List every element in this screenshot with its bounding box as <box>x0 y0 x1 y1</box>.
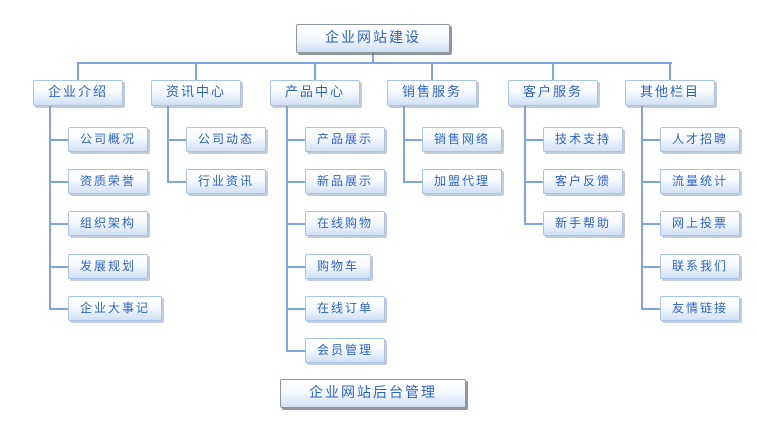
connector-stub <box>525 223 543 225</box>
leaf-node-online-orders[interactable]: 在线订单 <box>305 296 386 321</box>
category-node-news-center[interactable]: 资讯中心 <box>151 80 241 106</box>
connector-stub <box>287 139 305 141</box>
connector-stub <box>287 350 305 352</box>
leaf-node-sales-network[interactable]: 销售网络 <box>422 127 503 152</box>
connector-trunk <box>49 105 51 310</box>
leaf-node-new-products[interactable]: 新品展示 <box>305 169 386 194</box>
backend-management-node[interactable]: 企业网站后台管理 <box>280 379 466 408</box>
leaf-node-member-management[interactable]: 会员管理 <box>305 338 386 363</box>
connector-drop <box>195 63 197 80</box>
connector-stub <box>525 139 543 141</box>
connector-trunk <box>524 105 526 225</box>
connector-trunk <box>403 105 405 183</box>
category-node-sales-service[interactable]: 销售服务 <box>387 80 477 106</box>
leaf-node-company-news[interactable]: 公司动态 <box>186 127 267 152</box>
connector-stub <box>50 181 68 183</box>
category-node-other-sections[interactable]: 其他栏目 <box>625 80 715 106</box>
category-node-product-center[interactable]: 产品中心 <box>270 80 360 106</box>
category-node-company-intro[interactable]: 企业介绍 <box>33 80 123 106</box>
connector-drop <box>431 63 433 80</box>
connector-stub <box>50 308 68 310</box>
connector-stub <box>404 181 422 183</box>
root-node-site-construction[interactable]: 企业网站建设 <box>296 24 450 53</box>
connector-drop <box>314 63 316 80</box>
connector-stub <box>642 139 660 141</box>
connector-root-drop <box>372 51 374 63</box>
leaf-node-recruitment[interactable]: 人才招聘 <box>660 127 741 152</box>
leaf-node-product-display[interactable]: 产品展示 <box>305 127 386 152</box>
connector-stub <box>642 266 660 268</box>
connector-stub <box>168 181 186 183</box>
leaf-node-qualifications-honors[interactable]: 资质荣誉 <box>68 169 149 194</box>
connector-drop <box>669 63 671 80</box>
leaf-node-traffic-stats[interactable]: 流量统计 <box>660 169 741 194</box>
connector-trunk <box>286 105 288 352</box>
connector-stub <box>404 139 422 141</box>
connector-drop <box>552 63 554 80</box>
leaf-node-org-structure[interactable]: 组织架构 <box>68 211 149 236</box>
leaf-node-company-overview[interactable]: 公司概况 <box>68 127 149 152</box>
connector-stub <box>50 223 68 225</box>
connector-stub <box>50 139 68 141</box>
connector-stub <box>287 308 305 310</box>
connector-stub <box>287 181 305 183</box>
connector-stub <box>525 181 543 183</box>
connector-stub <box>642 308 660 310</box>
leaf-node-newbie-help[interactable]: 新手帮助 <box>543 211 624 236</box>
connector-stub <box>287 223 305 225</box>
connector-stub <box>642 223 660 225</box>
leaf-node-online-voting[interactable]: 网上投票 <box>660 211 741 236</box>
leaf-node-customer-feedback[interactable]: 客户反馈 <box>543 169 624 194</box>
leaf-node-friendly-links[interactable]: 友情链接 <box>660 296 741 321</box>
leaf-node-shopping-cart[interactable]: 购物车 <box>305 254 372 279</box>
connector-stub <box>168 139 186 141</box>
leaf-node-tech-support[interactable]: 技术支持 <box>543 127 624 152</box>
leaf-node-online-shopping[interactable]: 在线购物 <box>305 211 386 236</box>
connector-stub <box>287 266 305 268</box>
connector-drop <box>77 63 79 80</box>
category-node-customer-service[interactable]: 客户服务 <box>508 80 598 106</box>
leaf-node-contact-us[interactable]: 联系我们 <box>660 254 741 279</box>
connector-trunk <box>641 105 643 310</box>
leaf-node-company-milestones[interactable]: 企业大事记 <box>68 296 163 321</box>
connector-trunk <box>167 105 169 183</box>
leaf-node-development-plan[interactable]: 发展规划 <box>68 254 149 279</box>
connector-stub <box>642 181 660 183</box>
leaf-node-franchise-agency[interactable]: 加盟代理 <box>422 169 503 194</box>
connector-stub <box>50 266 68 268</box>
connector-hbar <box>77 62 672 64</box>
leaf-node-industry-news[interactable]: 行业资讯 <box>186 169 267 194</box>
